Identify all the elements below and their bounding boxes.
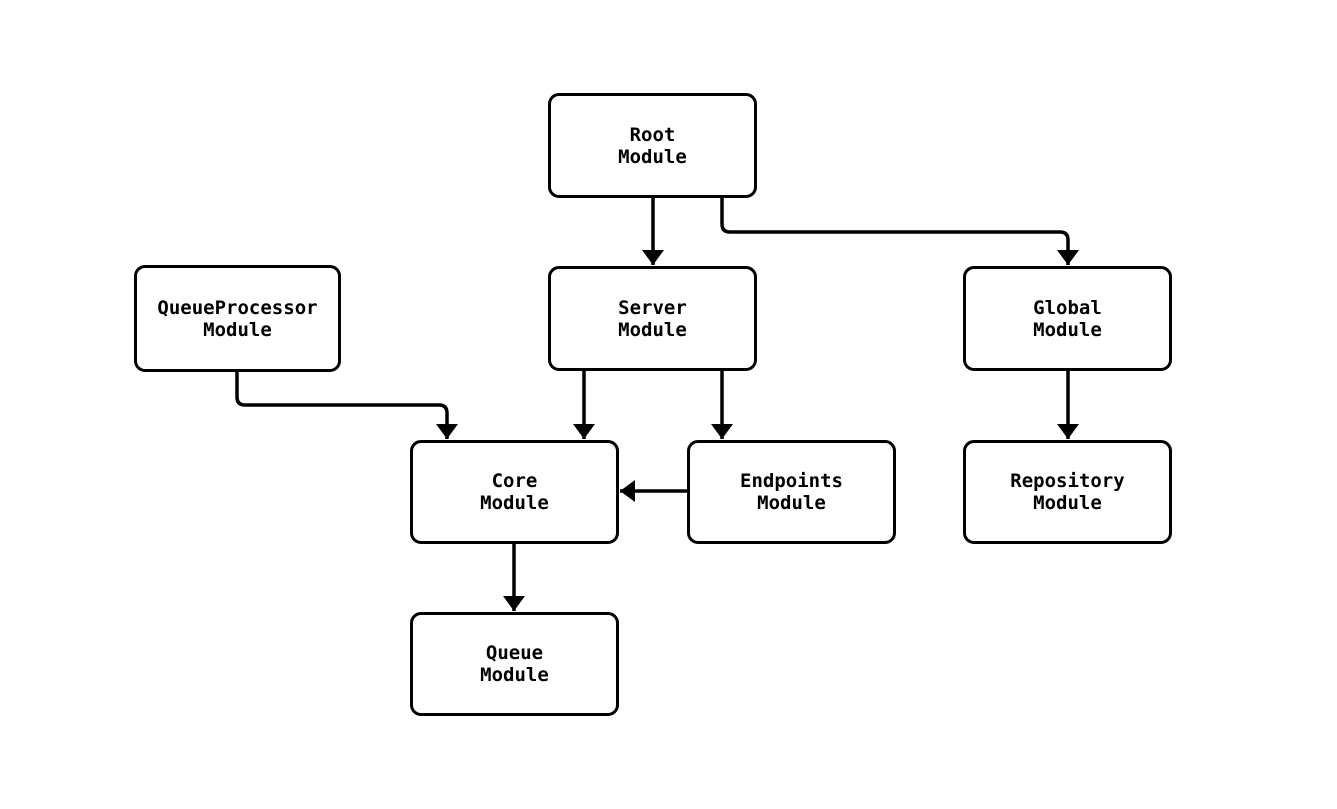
node-endpoints-module-label: Endpoints Module [740,470,843,514]
edge-root-to-global [720,198,1079,265]
edge-queueprocessor-to-core [235,372,458,439]
node-root-module-label: Root Module [618,123,687,168]
node-global-module: Global Module [963,266,1172,371]
node-queueprocessor-module: QueueProcessor Module [134,265,341,372]
node-global-module-label: Global Module [1033,296,1102,341]
node-root-module: Root Module [548,93,757,198]
node-queue-module: Queue Module [410,612,619,716]
node-repository-module-label: Repository Module [1010,470,1125,514]
node-repository-module: Repository Module [963,440,1172,544]
node-core-module: Core Module [410,440,619,544]
node-queue-module-label: Queue Module [480,642,549,686]
node-queueprocessor-module-label: QueueProcessor Module [157,296,318,341]
node-server-module: Server Module [548,266,757,371]
node-server-module-label: Server Module [618,296,687,341]
node-endpoints-module: Endpoints Module [687,440,896,544]
node-core-module-label: Core Module [480,470,549,514]
